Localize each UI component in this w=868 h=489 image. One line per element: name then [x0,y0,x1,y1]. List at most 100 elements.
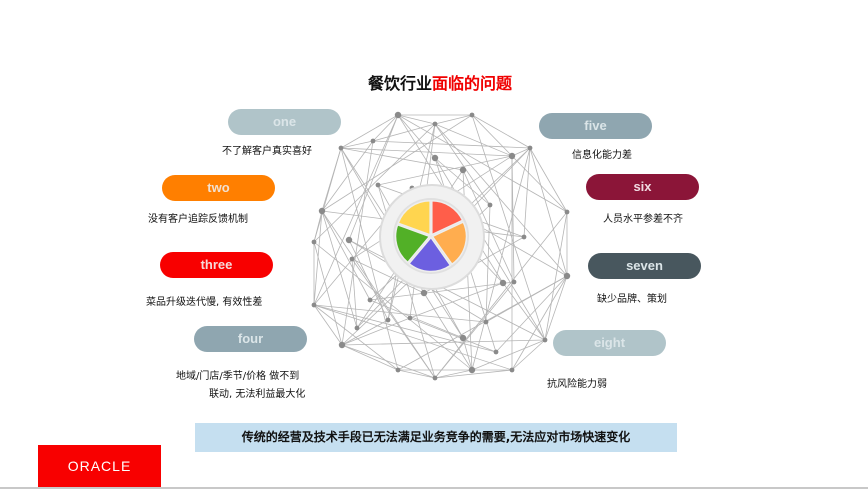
network-edge [544,211,568,341]
network-node [483,319,489,325]
caption-four-line2: 联动, 无法利益最大化 [209,389,306,400]
pill-five: five [539,113,652,139]
caption-six: 人员水平参差不齐 [603,214,683,225]
network-edge [409,282,504,319]
network-edge [511,155,568,213]
network-edge [313,304,513,371]
network-edge [511,275,568,371]
pill-one: one [228,109,341,135]
network-edge [471,114,513,157]
network-edge [471,147,531,371]
network-node [354,325,360,331]
bottom-divider [0,487,868,489]
network-edge [340,147,399,371]
network-edge [434,123,568,277]
pill-label: four [237,331,264,346]
network-edge [471,114,546,341]
network-edge [511,339,546,371]
pill-two: two [162,175,275,201]
network-node [564,209,570,215]
caption-two: 没有客户追踪反馈机制 [148,214,248,225]
network-edge [471,114,531,149]
network-edge [341,344,399,371]
network-edge [321,210,371,301]
network-edge [529,147,568,277]
network-node [432,121,438,127]
network-node [311,302,317,308]
network-edge [372,123,436,142]
network-node [527,145,533,151]
network-edge [351,258,436,379]
network-edge [397,369,436,379]
network-node [521,234,527,240]
network-node [563,272,571,280]
pill-label: six [633,179,652,194]
network-edge [511,155,515,283]
network-edge [313,304,343,346]
network-edge [351,258,425,294]
pie-slice [394,223,431,264]
network-edge [409,317,497,353]
network-node [487,202,493,208]
network-node [370,138,376,144]
network-node [508,152,516,160]
summary-banner: 传统的经营及技术手段已无法满足业务竞争的需要,无法应对市场快速变化 [195,423,677,452]
pill-label: one [272,114,297,129]
network-node [493,349,499,355]
pill-label: eight [593,335,626,350]
network-edge [434,211,568,379]
network-edge [434,157,546,341]
network-node [394,111,402,119]
network-edge [434,114,473,125]
pill-label: two [207,180,230,195]
pill-four: four [194,326,307,352]
network-edge [313,304,497,353]
network-edge [485,275,568,323]
network-edge [397,114,568,213]
network-edge [434,369,513,379]
network-edge [340,114,399,149]
network-node [338,145,344,151]
network-node [420,289,428,297]
network-edge [340,147,513,157]
network-edge [321,140,374,212]
pie-slice [408,236,452,273]
network-node [367,297,373,303]
network-edge [434,123,491,206]
caption-three: 菜品升级迭代慢, 有效性差 [146,297,263,308]
network-node [318,207,326,215]
network-edge [351,258,358,329]
network-node [407,315,413,321]
network-edge [321,210,358,329]
caption-eight: 抗风险能力弱 [547,379,607,390]
network-edge [313,210,323,306]
network-node [338,341,346,349]
pill-label: seven [626,258,663,273]
network-node [468,366,476,374]
title-part1: 餐饮行业 [367,74,432,93]
network-edge [397,114,436,125]
pie-slice [431,221,468,266]
network-edge [485,204,491,323]
pill-seven: seven [588,253,701,279]
network-edge [495,275,568,353]
network-edge [348,239,546,341]
network-edge [372,114,399,142]
network-edge [434,281,515,379]
network-node [432,375,438,381]
network-edge [471,339,546,371]
network-edge [341,344,436,379]
network-edge [462,169,515,283]
network-edge [544,275,568,341]
oracle-logo: ORACLE [38,445,161,487]
network-edge [434,123,513,157]
pie-slice [431,199,464,236]
network-edge [369,299,464,339]
network-edge [348,114,399,241]
network-node [459,166,467,174]
pie-slice [397,200,431,236]
network-edge [341,140,374,346]
network-node [349,256,355,262]
page-title: 餐饮行业面临的问题 [0,70,868,94]
